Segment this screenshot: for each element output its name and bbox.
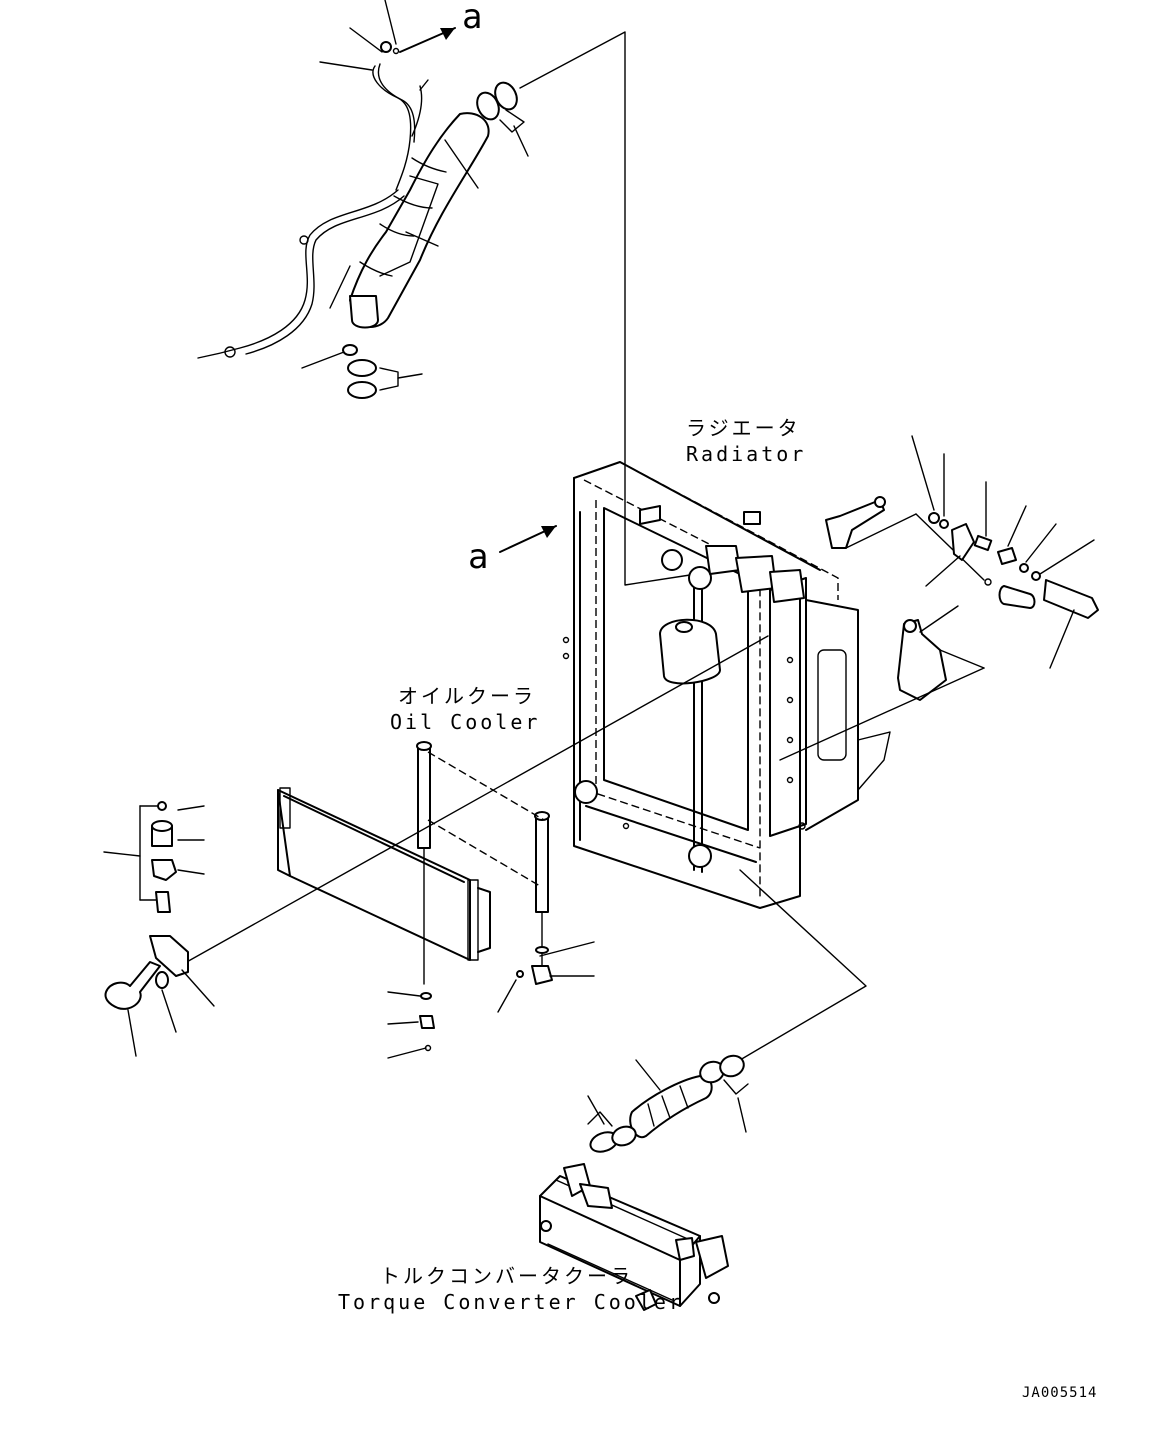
lifting-handle: [817, 649, 847, 761]
hex-nut: [151, 859, 177, 881]
upper-radiator-hose: [349, 112, 490, 328]
torque-converter-cooler-assembly: [539, 869, 867, 1311]
radiator-label-jp: ラジエータ: [686, 416, 801, 440]
washer-a: [928, 512, 940, 524]
stay-bracket-upper: [825, 499, 885, 549]
nut-small: [157, 801, 167, 811]
pin: [998, 585, 1036, 609]
hose-tube: [197, 189, 399, 359]
mount-bracket: [149, 935, 189, 977]
lower-hose: [629, 1074, 713, 1139]
radiator-frame-outer: [573, 477, 801, 909]
upper-inlet: [661, 549, 683, 571]
upper-hose-assembly: [197, 0, 529, 399]
oil-cooler-assembly: [175, 635, 769, 1059]
cooler-outlet-port: [695, 1235, 729, 1279]
elbow-fitting: [531, 965, 553, 985]
torque-converter-cooler-label-en: Torque Converter Cooler: [338, 1290, 684, 1314]
oil-cooler-tube-b: [535, 815, 549, 913]
radiator-stay-parts: [779, 435, 1099, 761]
reference-mark-top: a: [462, 0, 483, 37]
lower-outlet: [574, 780, 598, 804]
hose-clamp-upper-b: [494, 81, 518, 111]
drawing-code: JA005514: [1022, 1385, 1098, 1401]
harness-wire: [372, 65, 412, 191]
drain-plug: [419, 1015, 435, 1029]
nut-top: [380, 41, 392, 53]
bolt-long: [1043, 579, 1099, 619]
oil-cooler-tube-a: [417, 745, 431, 849]
oil-cooler-mount-parts: [103, 801, 215, 1057]
hose-sleeve: [379, 175, 439, 277]
oil-cooler-frame: [277, 789, 471, 961]
reference-mark-mid: a: [468, 537, 489, 577]
connection-line-top: [519, 31, 691, 586]
stud: [155, 891, 171, 913]
oil-cooler-label-en: Oil Cooler: [390, 710, 541, 734]
filler-neck: [659, 618, 721, 685]
hose-clamp-lower-b: [347, 381, 377, 399]
bushing: [997, 547, 1017, 565]
stay-bracket-lower: [897, 619, 947, 701]
hose-clamp-lower-a: [347, 359, 377, 377]
radiator-core: [603, 507, 749, 831]
radiator-assembly: [499, 461, 891, 909]
arrow-head-top: [440, 28, 455, 40]
o-ring-lower: [342, 344, 358, 356]
stay-link: [951, 523, 975, 561]
oil-cooler-label-jp: オイルクーラ: [398, 684, 536, 708]
bolt: [104, 961, 161, 1010]
washer: [155, 971, 169, 989]
radiator-label-en: Radiator: [686, 442, 807, 466]
torque-converter-cooler-label-jp: トルクコンバータクーラ: [380, 1264, 633, 1288]
washer-top: [392, 47, 400, 55]
